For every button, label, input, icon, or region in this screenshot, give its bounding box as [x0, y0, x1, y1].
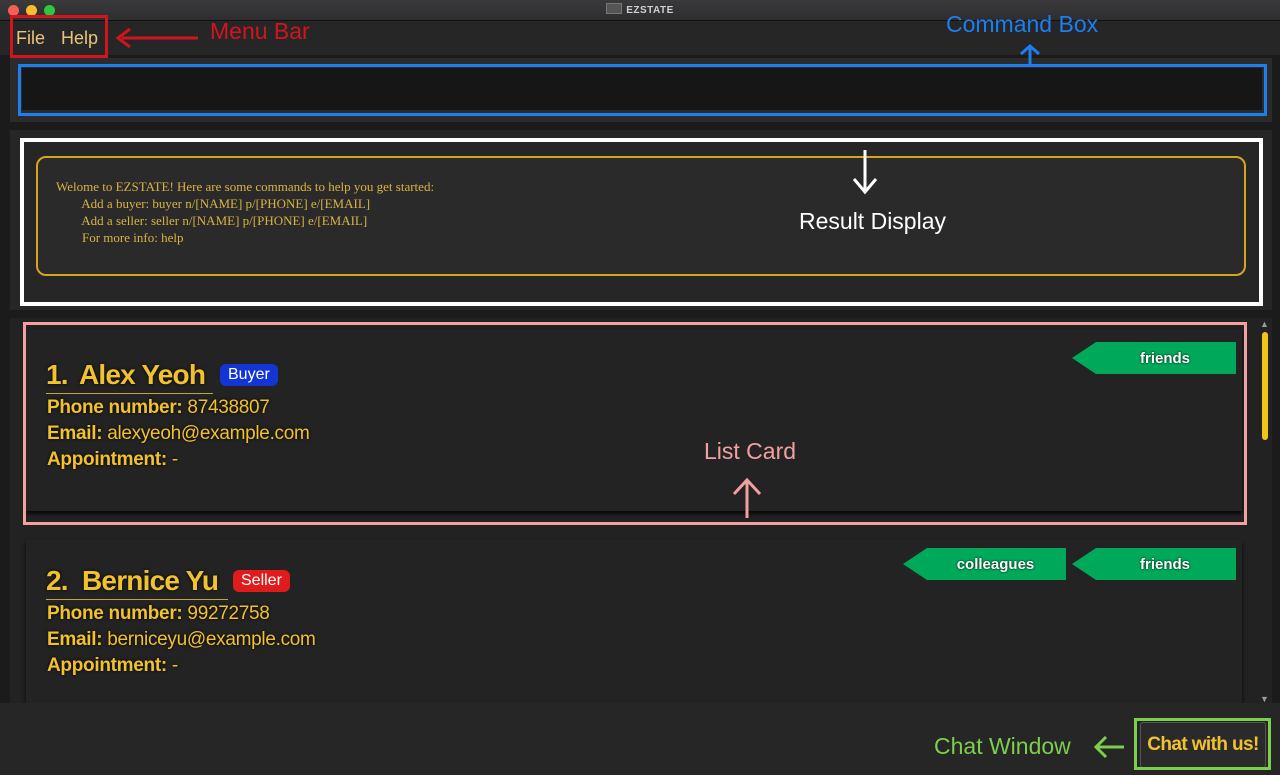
scrollbar-thumb[interactable] [1262, 332, 1268, 440]
appointment-label: Appointment: [47, 449, 167, 470]
result-line: For more info: help [56, 230, 184, 245]
person-name: Alex Yeoh [79, 359, 206, 390]
title-bar: EZSTATE [0, 0, 1280, 21]
email-field: Email: berniceyu@example.com [47, 629, 316, 651]
result-line: Add a buyer: buyer n/[NAME] p/[PHONE] e/… [56, 196, 371, 211]
phone-label: Phone number: [47, 603, 183, 624]
annotation-chat-window-label: Chat Window [934, 733, 1071, 759]
annotation-result-display-arrow-icon [852, 150, 878, 195]
annotation-command-box-label: Command Box [946, 11, 1099, 37]
annotation-list-card-arrow-icon [732, 477, 762, 518]
person-index: 1. [46, 359, 69, 390]
result-text: Welome to EZSTATE! Here are some command… [56, 178, 434, 246]
annotation-command-box-arrow-icon [1020, 43, 1040, 64]
bottom-bar [0, 703, 1280, 775]
email-label: Email: [47, 629, 103, 650]
menu-help[interactable]: Help [61, 28, 99, 48]
person-index: 2. [46, 565, 69, 596]
maximize-window-button[interactable] [44, 5, 55, 16]
app-icon [606, 3, 623, 14]
window-title: EZSTATE [626, 5, 674, 16]
result-display [36, 156, 1246, 276]
command-input[interactable] [22, 68, 1262, 110]
buyer-badge: Buyer [220, 364, 278, 386]
email-value: berniceyu@example.com [107, 629, 316, 650]
email-value: alexyeoh@example.com [107, 423, 310, 444]
window-title-wrap: EZSTATE [0, 3, 1280, 16]
person-card[interactable] [26, 329, 1242, 511]
result-line: Add a seller: seller n/[NAME] p/[PHONE] … [56, 213, 368, 228]
scroll-down-arrow-icon[interactable]: ▼ [1260, 694, 1269, 704]
appointment-field: Appointment: - [47, 449, 178, 471]
annotation-chat-window-arrow-icon [1093, 735, 1124, 759]
minimize-window-button[interactable] [26, 5, 37, 16]
tag-colleagues: colleagues [903, 548, 1066, 580]
appointment-value: - [171, 655, 178, 676]
phone-value: 99272758 [187, 603, 270, 624]
appointment-field: Appointment: - [47, 655, 178, 677]
annotation-list-card-box [23, 322, 1247, 525]
annotation-list-card-label: List Card [704, 438, 797, 464]
result-line: Welome to EZSTATE! Here are some command… [56, 179, 435, 194]
phone-field: Phone number: 99272758 [47, 603, 270, 625]
email-label: Email: [47, 423, 103, 444]
seller-badge: Seller [233, 570, 290, 592]
email-field: Email: alexyeoh@example.com [47, 423, 310, 445]
chat-with-us-button[interactable]: Chat with us! [1140, 722, 1266, 768]
menu-bar [0, 21, 1280, 55]
tag-friends: friends [1072, 548, 1236, 580]
phone-label: Phone number: [47, 397, 183, 418]
annotation-result-display-box [20, 138, 1263, 306]
close-window-button[interactable] [8, 5, 19, 16]
appointment-value: - [171, 449, 178, 470]
annotation-chat-window-box [1134, 718, 1271, 770]
appointment-label: Appointment: [47, 655, 167, 676]
annotation-menu-bar-label: Menu Bar [210, 18, 310, 44]
scroll-up-arrow-icon[interactable]: ▲ [1260, 319, 1269, 329]
annotation-menu-bar-arrow-icon [115, 27, 198, 49]
tag-friends: friends [1072, 342, 1236, 374]
phone-value: 87438807 [187, 397, 270, 418]
annotation-command-box-box [18, 64, 1267, 116]
annotation-menu-bar-box [10, 15, 108, 58]
menu-file[interactable]: File [16, 28, 46, 48]
phone-field: Phone number: 87438807 [47, 397, 270, 419]
name-underline [46, 393, 213, 394]
name-underline [46, 599, 228, 600]
person-name: Bernice Yu [82, 565, 219, 596]
annotation-result-display-label: Result Display [799, 208, 946, 234]
